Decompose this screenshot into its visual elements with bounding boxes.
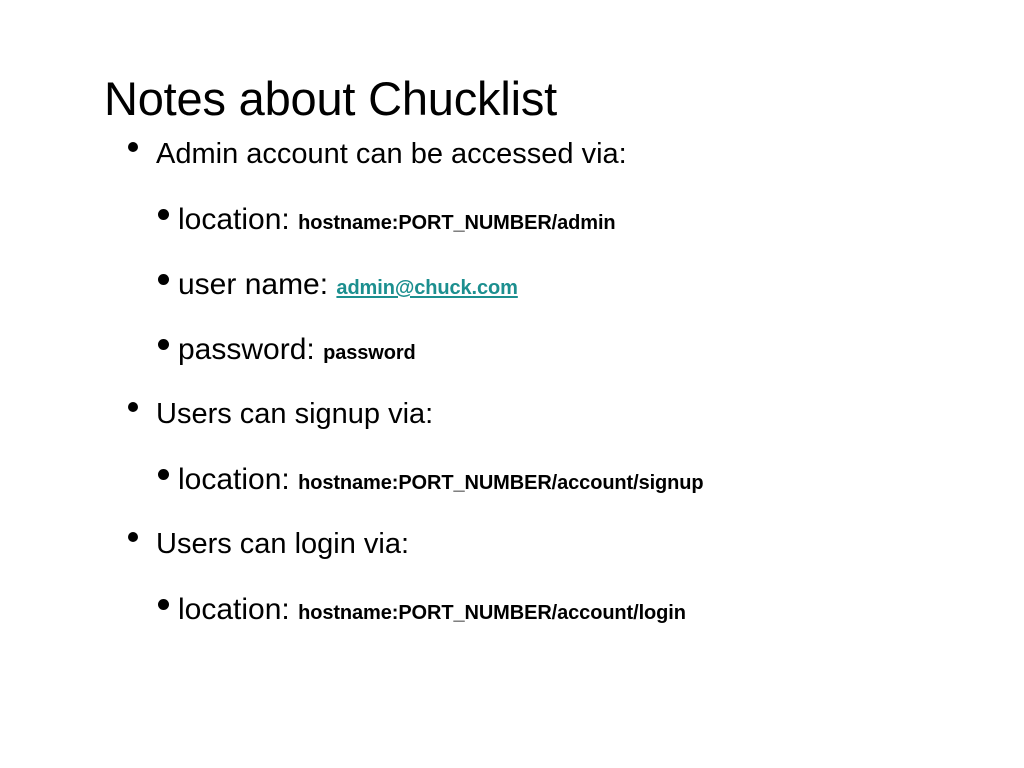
list-item-line: Users can login via: (156, 524, 409, 564)
list-item-label: Users can login via: (156, 528, 410, 560)
list-item-label: location: (178, 203, 290, 236)
list-item: location: hostname:PORT_NUMBER/admin (0, 193, 1024, 258)
list-item: password: password (0, 323, 1024, 388)
bullet-icon (128, 532, 138, 542)
list-item: location: hostname:PORT_NUMBER/account/l… (0, 583, 1024, 648)
list-item-label: location: (178, 463, 290, 496)
page-title: Notes about Chucklist (104, 72, 557, 126)
list-item: location: hostname:PORT_NUMBER/account/s… (0, 453, 1024, 518)
list-item-label: Admin account can be accessed via: (156, 138, 627, 170)
list-item: Users can signup via: (0, 388, 1024, 453)
bullet-icon (158, 469, 169, 480)
list-item-value: password (323, 342, 416, 364)
bullet-list: Admin account can be accessed via: locati… (0, 128, 1024, 648)
list-item-label: Users can signup via: (156, 398, 434, 430)
list-item-value: hostname:PORT_NUMBER/account/signup (298, 472, 704, 494)
bullet-icon (158, 274, 169, 285)
list-item-line: location: hostname:PORT_NUMBER/admin (178, 199, 616, 244)
list-item-link[interactable]: admin@chuck.com (336, 277, 518, 299)
list-item-value: hostname:PORT_NUMBER/admin (298, 212, 616, 234)
bullet-icon (128, 142, 138, 152)
list-item: user name: admin@chuck.com (0, 258, 1024, 323)
list-item-label: user name: (178, 268, 329, 301)
list-item-label: password: (178, 333, 315, 366)
bullet-icon (158, 209, 169, 220)
list-item-label: location: (178, 593, 290, 626)
bullet-icon (158, 339, 169, 350)
bullet-icon (158, 599, 169, 610)
list-item-line: user name: admin@chuck.com (178, 264, 518, 309)
list-item-line: password: password (178, 329, 416, 374)
list-item: Users can login via: (0, 518, 1024, 583)
list-item-line: Users can signup via: (156, 394, 433, 434)
list-item-line: location: hostname:PORT_NUMBER/account/s… (178, 459, 704, 504)
list-item: Admin account can be accessed via: (0, 128, 1024, 193)
list-item-line: location: hostname:PORT_NUMBER/account/l… (178, 589, 686, 634)
bullet-icon (128, 402, 138, 412)
list-item-value: hostname:PORT_NUMBER/account/login (298, 602, 686, 624)
list-item-line: Admin account can be accessed via: (156, 134, 627, 174)
